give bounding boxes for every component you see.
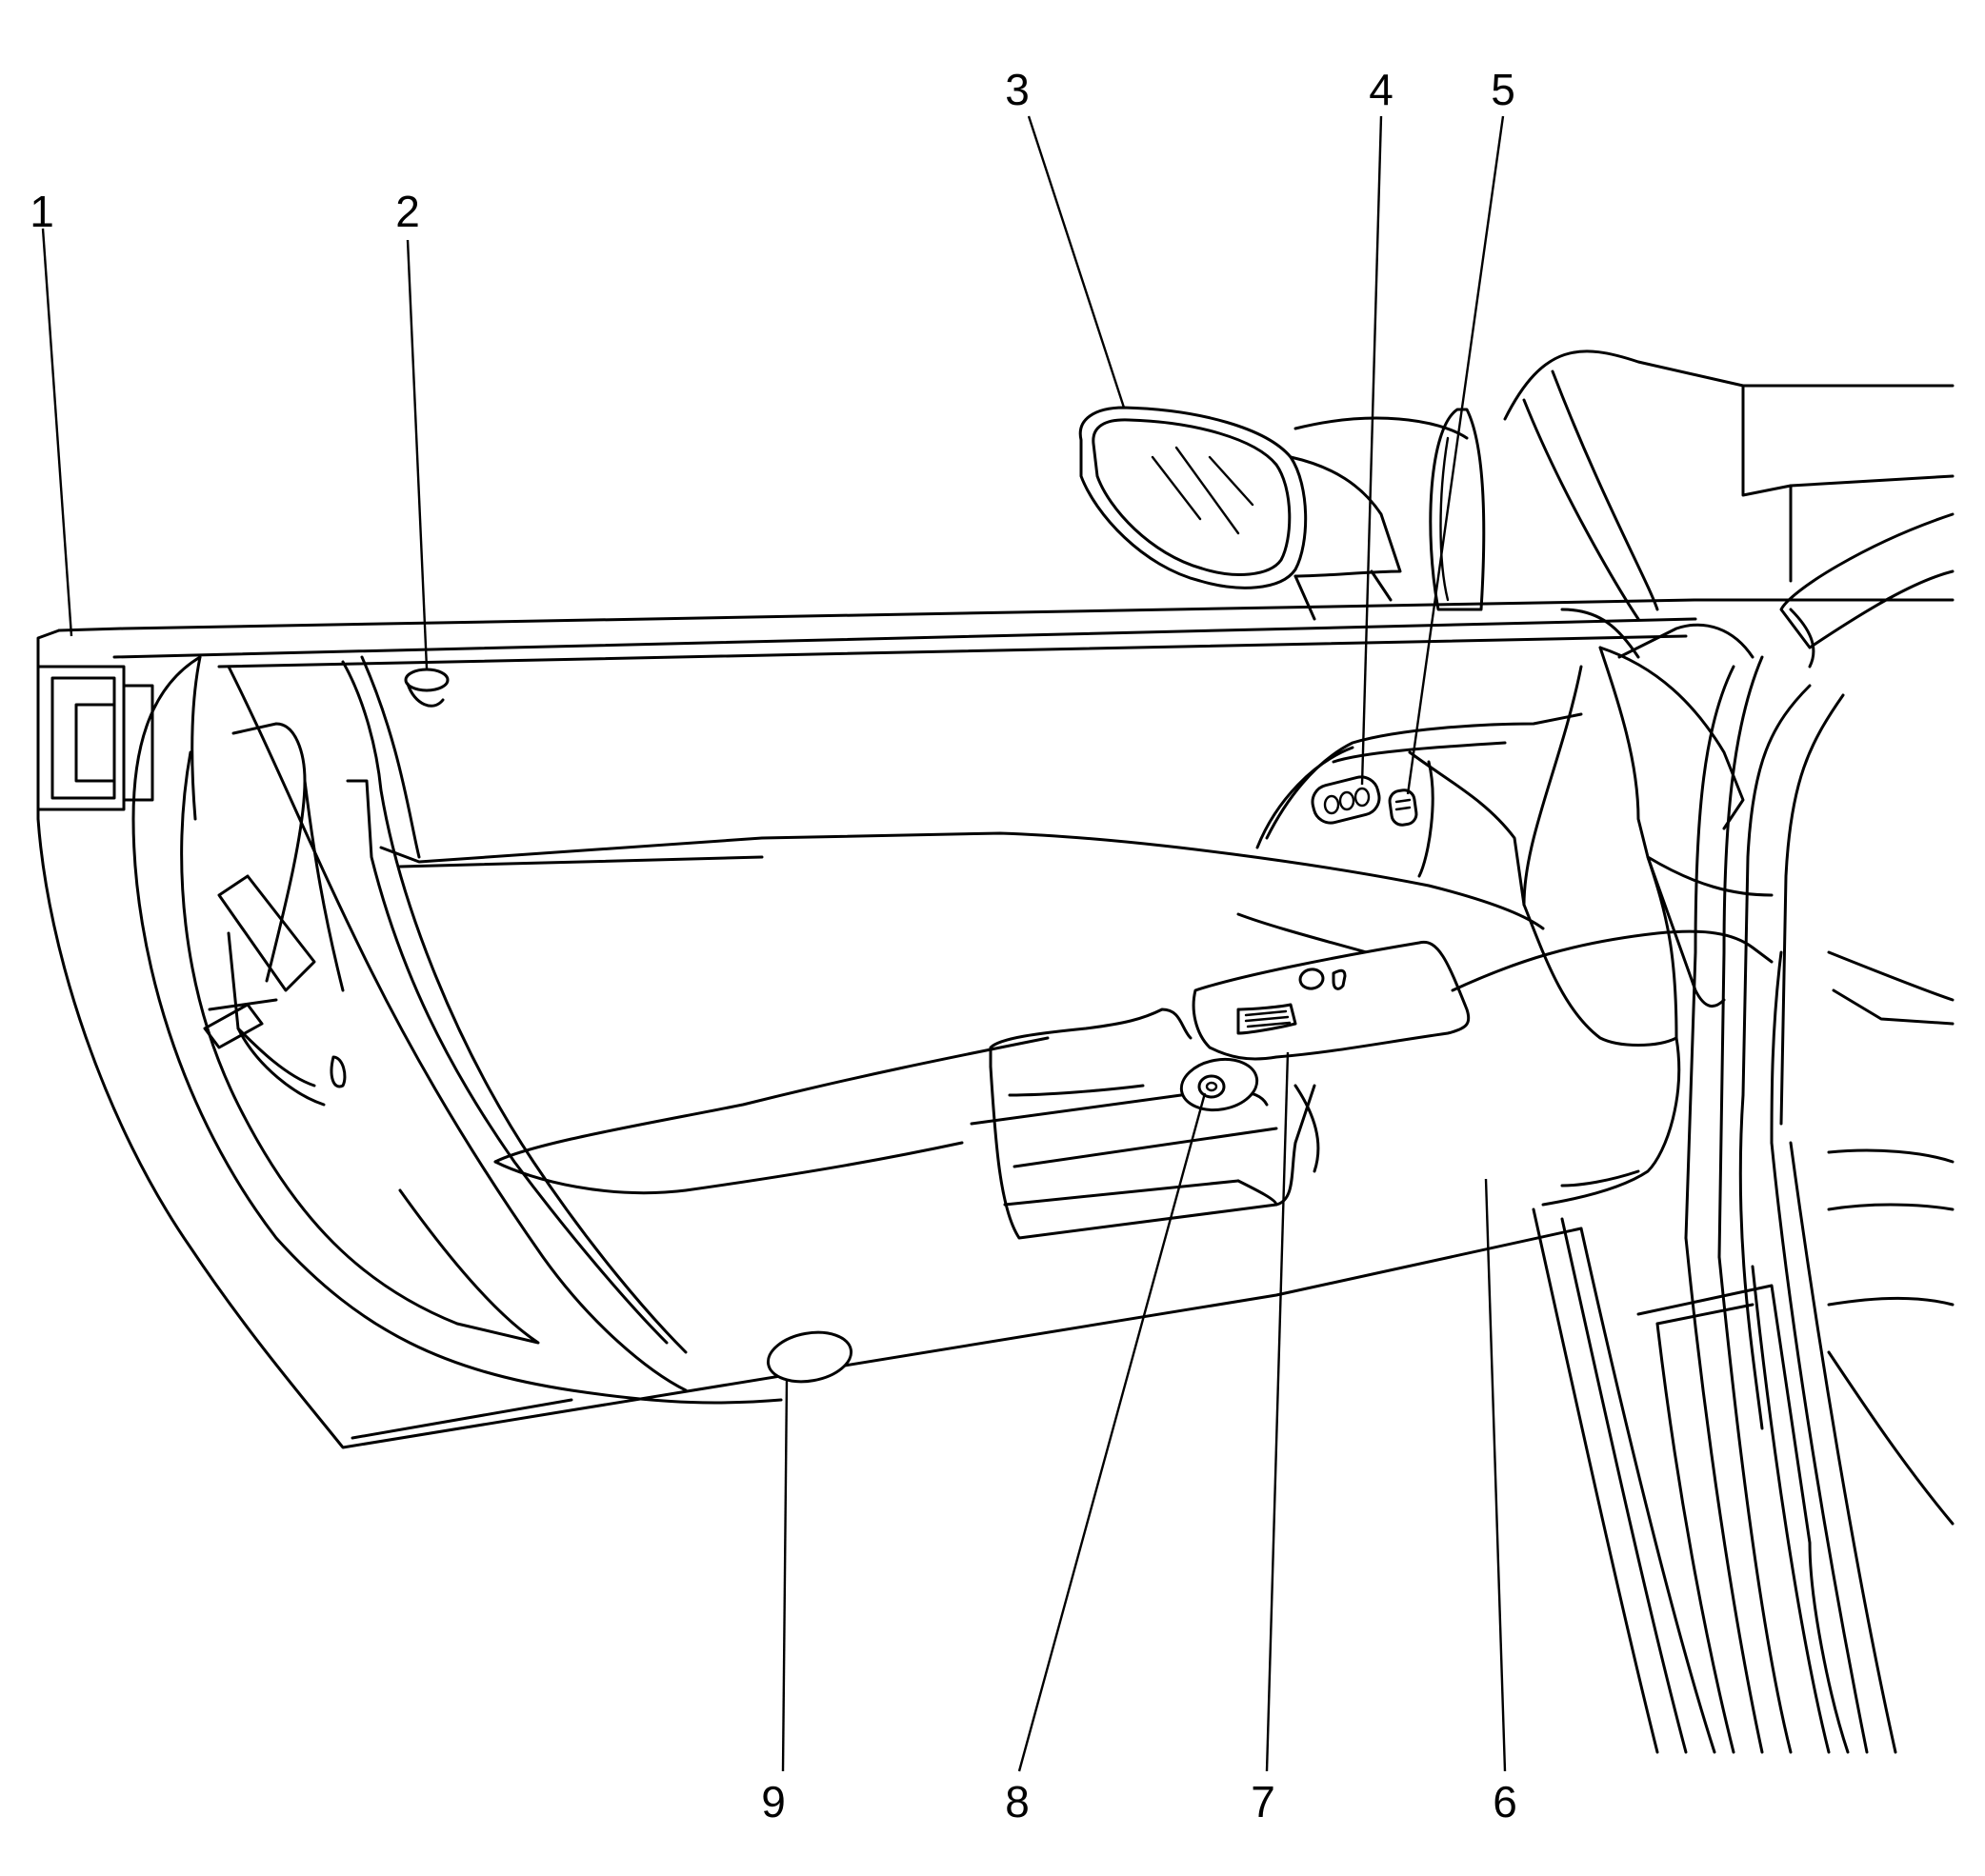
leader-7 <box>1265 1051 1290 1772</box>
callout-9: 9 <box>761 1777 786 1826</box>
callout-7: 7 <box>1251 1777 1275 1826</box>
leader-6 <box>1484 1178 1507 1772</box>
callout-6: 6 <box>1493 1777 1517 1826</box>
callout-2: 2 <box>395 187 420 236</box>
callouts: 1 2 3 4 5 6 7 8 9 <box>30 65 1517 1826</box>
callout-4: 4 <box>1369 65 1394 114</box>
seat-and-body <box>1293 349 1955 1754</box>
callout-3: 3 <box>1005 65 1030 114</box>
leader-8 <box>1017 1092 1207 1772</box>
leader-2 <box>406 239 429 669</box>
leader-5 <box>1406 115 1505 795</box>
door-panel <box>36 598 1955 1449</box>
outside-mirror <box>1078 406 1402 621</box>
leader-lines <box>41 115 1507 1772</box>
leader-4 <box>1360 115 1383 786</box>
leader-1 <box>41 228 73 637</box>
callout-8: 8 <box>1005 1777 1030 1826</box>
callout-1: 1 <box>30 187 54 236</box>
leader-9 <box>781 1378 789 1772</box>
fasteners <box>36 665 1434 1384</box>
callout-5: 5 <box>1491 65 1515 114</box>
leader-3 <box>1027 115 1126 409</box>
